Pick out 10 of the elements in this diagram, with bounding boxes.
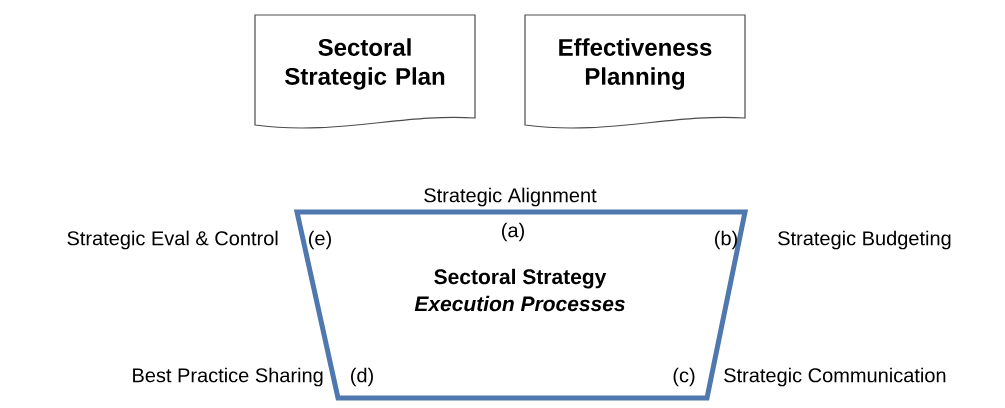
corner-letter: (a) — [502, 222, 524, 242]
side-label: Strategic Alignment — [424, 187, 597, 207]
corner-letter: (b) — [715, 230, 737, 250]
corner-letter: (e) — [309, 230, 331, 250]
side-label: Strategic Eval & Control — [67, 230, 278, 250]
side-label: Best Practice Sharing — [133, 367, 323, 387]
side-label: Strategic Budgeting — [778, 230, 951, 250]
side-label: Strategic Communication — [724, 367, 946, 387]
corner-letter: (d) — [351, 367, 373, 387]
corner-letter: (c) — [673, 367, 695, 387]
